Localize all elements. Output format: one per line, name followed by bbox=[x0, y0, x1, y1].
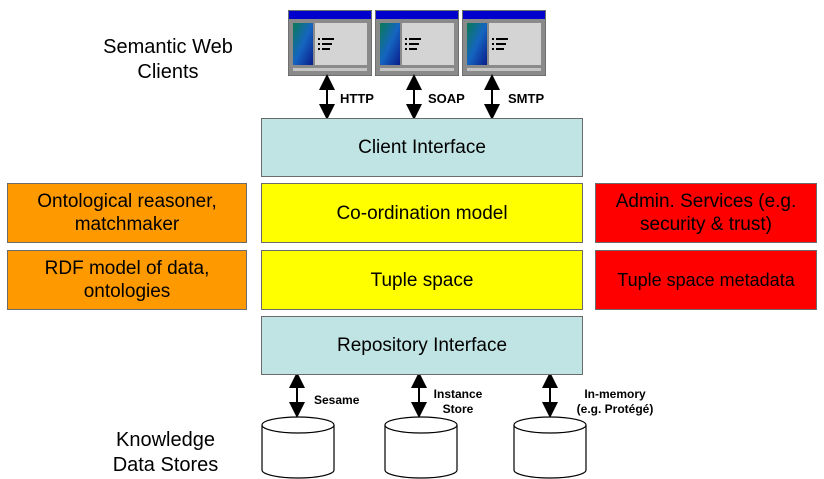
ontological-reasoner-line2: matchmaker bbox=[74, 214, 180, 235]
admin-services-line1: Admin. Services (e.g. bbox=[615, 191, 797, 212]
stores-label: Knowledge Data Stores bbox=[78, 428, 253, 478]
coordination-model-label: Co-ordination model bbox=[336, 202, 508, 224]
database-cylinder-icon bbox=[513, 416, 587, 479]
tuple-space-label: Tuple space bbox=[370, 269, 474, 291]
ontological-reasoner-line1: Ontological reasoner, bbox=[37, 191, 217, 212]
rdf-model-line2: ontologies bbox=[83, 281, 171, 302]
repository-interface-label: Repository Interface bbox=[336, 335, 508, 356]
in-memory-line2: (e.g. Protégé) bbox=[576, 402, 654, 416]
sesame-label: Sesame bbox=[314, 393, 359, 408]
clients-label-line1: Semantic Web bbox=[103, 36, 233, 58]
in-memory-label: In-memory (e.g. Protégé) bbox=[560, 387, 670, 417]
instance-store-line2: Store bbox=[442, 402, 474, 416]
tuple-space-box: Tuple space bbox=[261, 250, 583, 310]
client-interface-box: Client Interface bbox=[261, 118, 583, 177]
rdf-model-line1: RDF model of data, bbox=[44, 258, 210, 279]
ontological-reasoner-box: Ontological reasoner, matchmaker bbox=[7, 183, 247, 243]
stores-label-line1: Knowledge bbox=[116, 429, 215, 451]
sesame-label-line1: Sesame bbox=[314, 393, 360, 407]
admin-services-box: Admin. Services (e.g. security & trust) bbox=[595, 183, 817, 243]
coordination-model-box: Co-ordination model bbox=[261, 183, 583, 243]
clients-label: Semantic Web Clients bbox=[88, 35, 248, 85]
rdf-model-box: RDF model of data, ontologies bbox=[7, 250, 247, 310]
instance-store-label: Instance Store bbox=[432, 387, 484, 417]
client-window-icon bbox=[375, 10, 459, 76]
admin-services-line2: security & trust) bbox=[640, 214, 772, 235]
in-memory-line1: In-memory bbox=[584, 387, 646, 401]
client-interface-label: Client Interface bbox=[358, 137, 486, 158]
database-cylinder-icon bbox=[261, 416, 335, 479]
smtp-label: SMTP bbox=[508, 91, 545, 106]
database-cylinder-icon bbox=[384, 416, 458, 479]
client-window-icon bbox=[288, 10, 372, 76]
tuple-space-metadata-box: Tuple space metadata bbox=[595, 250, 817, 310]
instance-store-line1: Instance bbox=[433, 387, 483, 401]
http-label: HTTP bbox=[340, 91, 374, 106]
tuple-space-metadata-label: Tuple space metadata bbox=[617, 269, 795, 290]
client-window-icon bbox=[462, 10, 546, 76]
stores-label-line2: Data Stores bbox=[112, 454, 219, 476]
soap-label: SOAP bbox=[428, 91, 465, 106]
clients-label-line2: Clients bbox=[137, 61, 199, 83]
repository-interface-box: Repository Interface bbox=[261, 316, 583, 375]
